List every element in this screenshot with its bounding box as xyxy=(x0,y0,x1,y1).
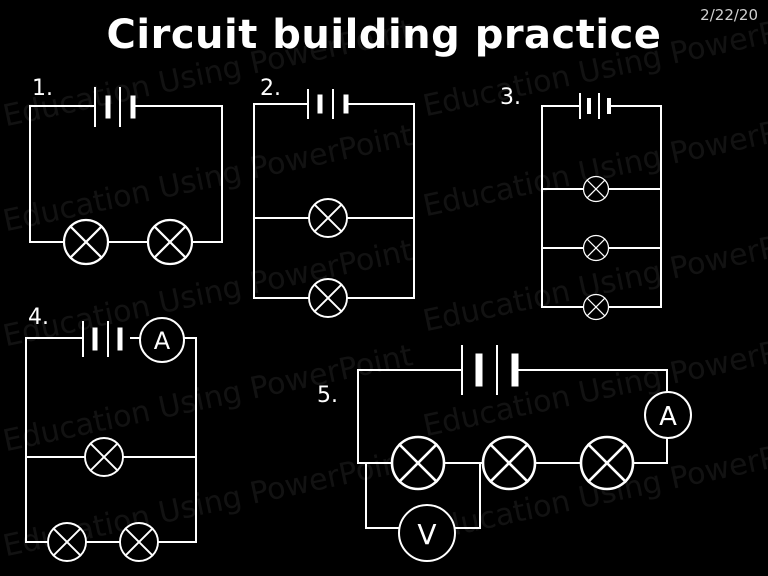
ammeter-symbol: A xyxy=(644,391,692,439)
slide-title: Circuit building practice xyxy=(106,12,662,58)
lamp-symbol xyxy=(584,295,609,320)
lamp-symbol xyxy=(584,236,609,261)
circuit-number: 1. xyxy=(32,76,53,101)
wires xyxy=(541,105,662,308)
lamp-symbol xyxy=(48,523,86,561)
circuit-number: 3. xyxy=(500,85,521,110)
circuit-number: 5. xyxy=(317,383,338,408)
circuit-2: 2. xyxy=(253,76,415,317)
lamp-symbol xyxy=(392,437,444,489)
slide-date: 2/22/20 xyxy=(700,6,758,24)
battery-symbol xyxy=(307,89,349,119)
battery-symbol xyxy=(461,345,519,395)
circuit-number: 4. xyxy=(28,305,49,330)
ammeter-label: A xyxy=(154,327,171,355)
lamp-symbol xyxy=(148,220,192,264)
voltmeter-label: V xyxy=(417,518,436,551)
battery-symbol xyxy=(94,87,136,127)
ammeter-symbol: A xyxy=(139,317,185,363)
lamp-symbol xyxy=(309,199,347,237)
lamp-symbol xyxy=(85,438,123,476)
wires xyxy=(253,103,415,299)
lamp-symbol xyxy=(64,220,108,264)
ammeter-label: A xyxy=(659,402,677,432)
voltmeter-symbol: V xyxy=(398,504,456,562)
circuit-3: 3. xyxy=(500,85,662,320)
lamp-symbol xyxy=(309,279,347,317)
wires xyxy=(357,369,668,529)
lamp-symbol xyxy=(581,437,633,489)
circuit-1: 1. xyxy=(29,76,223,264)
circuit-number: 2. xyxy=(260,76,281,101)
circuit-4: 4. A xyxy=(25,305,197,561)
lamp-symbol xyxy=(584,177,609,202)
battery-symbol xyxy=(82,321,123,357)
wires xyxy=(29,105,223,243)
circuit-5: 5. xyxy=(317,345,692,562)
lamp-symbol xyxy=(120,523,158,561)
wires xyxy=(25,337,197,543)
battery-symbol xyxy=(579,93,611,119)
lamp-symbol xyxy=(483,437,535,489)
